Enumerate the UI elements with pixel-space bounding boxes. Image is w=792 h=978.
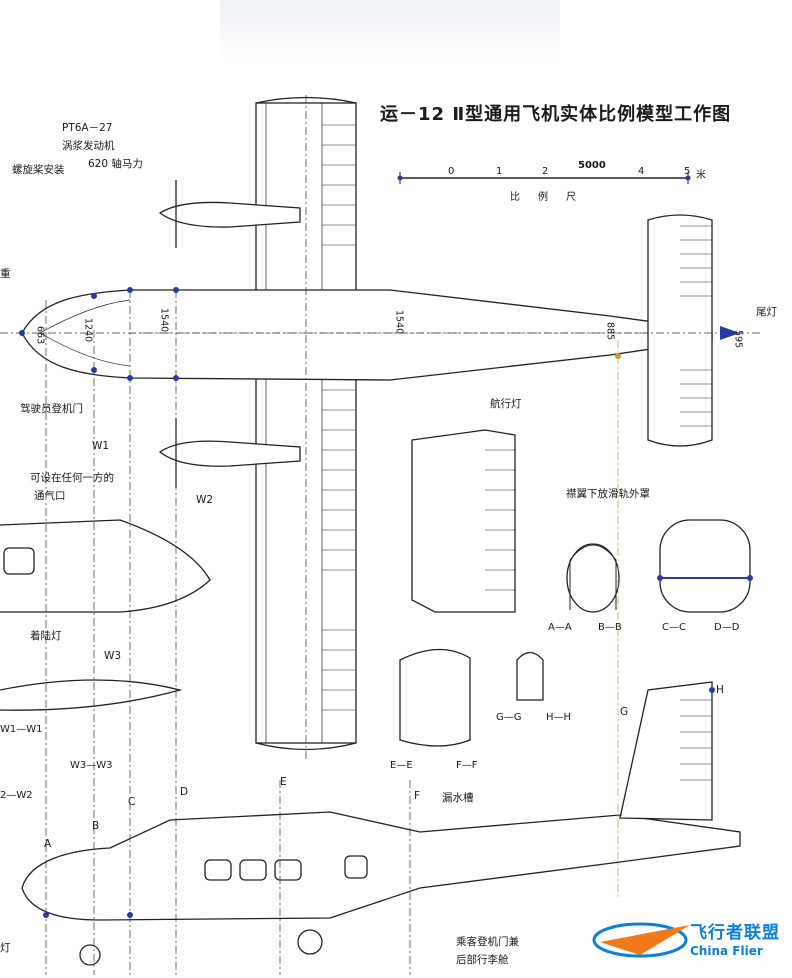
station-w2: W2: [196, 494, 214, 506]
dim-1540-mid: 1540: [393, 310, 405, 335]
forward-fuselage-side: [0, 519, 211, 613]
watermark-cn: 飞行者联盟: [690, 923, 780, 943]
station-f: F: [414, 790, 421, 802]
vertical-tail: [619, 681, 713, 821]
scale-tick: 5: [684, 166, 691, 177]
station-d: D: [180, 786, 189, 798]
section-label-ee: E—E: [390, 760, 413, 771]
cockpit-door-label: 驾驶员登机门: [20, 403, 83, 415]
weight-label: 重: [0, 268, 11, 280]
dim-595: 595: [732, 330, 744, 349]
section-label-ff: F—F: [456, 760, 478, 771]
tail-light-label: 尾灯: [756, 306, 777, 318]
vent-label-1: 可设在任何一方的: [30, 472, 114, 484]
engine-power: 620 轴马力: [88, 158, 143, 170]
wing-section-w1: [0, 679, 183, 711]
section-label-gg: G—G: [496, 712, 522, 723]
scale-unit: 米: [696, 170, 706, 181]
rear-door-label-1: 乘客登机门兼: [456, 936, 519, 948]
scale-tick: 4: [638, 166, 645, 177]
station-a: A: [44, 838, 52, 850]
station-b: B: [92, 820, 100, 832]
nacelle-upper: [158, 201, 301, 228]
horizontal-tail-top: [647, 214, 713, 447]
section-label-hh: H—H: [546, 712, 572, 723]
flap-hatching: [322, 124, 356, 711]
station-w3: W3: [104, 650, 122, 662]
section-label-w1w1: W1—W1: [0, 724, 43, 735]
drain-label: 漏水槽: [442, 792, 474, 804]
outer-wing-panel: [411, 429, 516, 613]
prop-install-label: 螺旋桨安装: [12, 164, 65, 176]
station-g: G: [620, 706, 629, 718]
tail-light-arrow: [720, 326, 740, 340]
station-w1: W1: [92, 440, 110, 452]
section-g-h: [516, 651, 544, 701]
dim-885: 885: [604, 322, 616, 341]
scale-tick: 1: [496, 166, 503, 177]
scan-shading: [220, 0, 560, 60]
scale-tick: 0: [448, 166, 455, 177]
station-c: C: [128, 796, 136, 808]
scale-bar: [397, 172, 691, 184]
landing-light-label: 着陆灯: [30, 630, 62, 642]
station-h: H: [716, 684, 724, 696]
engine-model: PT6A－27: [62, 122, 113, 134]
watermark-logo: [592, 922, 690, 958]
section-label-aa: A—A: [548, 622, 572, 633]
vent-label-2: 通气口: [34, 490, 66, 502]
scale-tick: 2: [542, 166, 549, 177]
scale-length: 5000: [578, 160, 606, 171]
watermark: 飞行者联盟 China Flier: [610, 910, 790, 970]
lamp-label: 灯: [0, 942, 11, 954]
station-e: E: [280, 776, 287, 788]
fuselage-side-view: [21, 811, 741, 921]
watermark-en: China Flier: [690, 944, 763, 958]
section-label-w2w2: 2—W2: [0, 790, 33, 801]
rear-door-label-2: 后部行李舱: [456, 954, 509, 966]
section-e-f: [399, 648, 471, 747]
nav-light-label: 航行灯: [490, 398, 522, 410]
engine-type: 涡浆发动机: [62, 140, 115, 152]
section-label-cc: C—C: [662, 622, 686, 633]
section-a-b: [566, 543, 620, 613]
nacelle-lower: [158, 440, 301, 467]
dim-663: 663: [34, 326, 46, 345]
dim-1240: 1240: [82, 318, 94, 343]
section-c-d: [659, 519, 751, 613]
section-label-w3w3: W3—W3: [70, 760, 113, 771]
dim-1540-front: 1540: [158, 308, 170, 333]
flap-fairing-label: 襟翼下放滑轨外罩: [566, 488, 650, 500]
page-title: 运－12 Ⅱ型通用飞机实体比例模型工作图: [380, 104, 732, 125]
section-label-dd: D—D: [714, 622, 740, 633]
section-label-bb: B—B: [598, 622, 622, 633]
scale-caption: 比例尺: [510, 192, 594, 203]
